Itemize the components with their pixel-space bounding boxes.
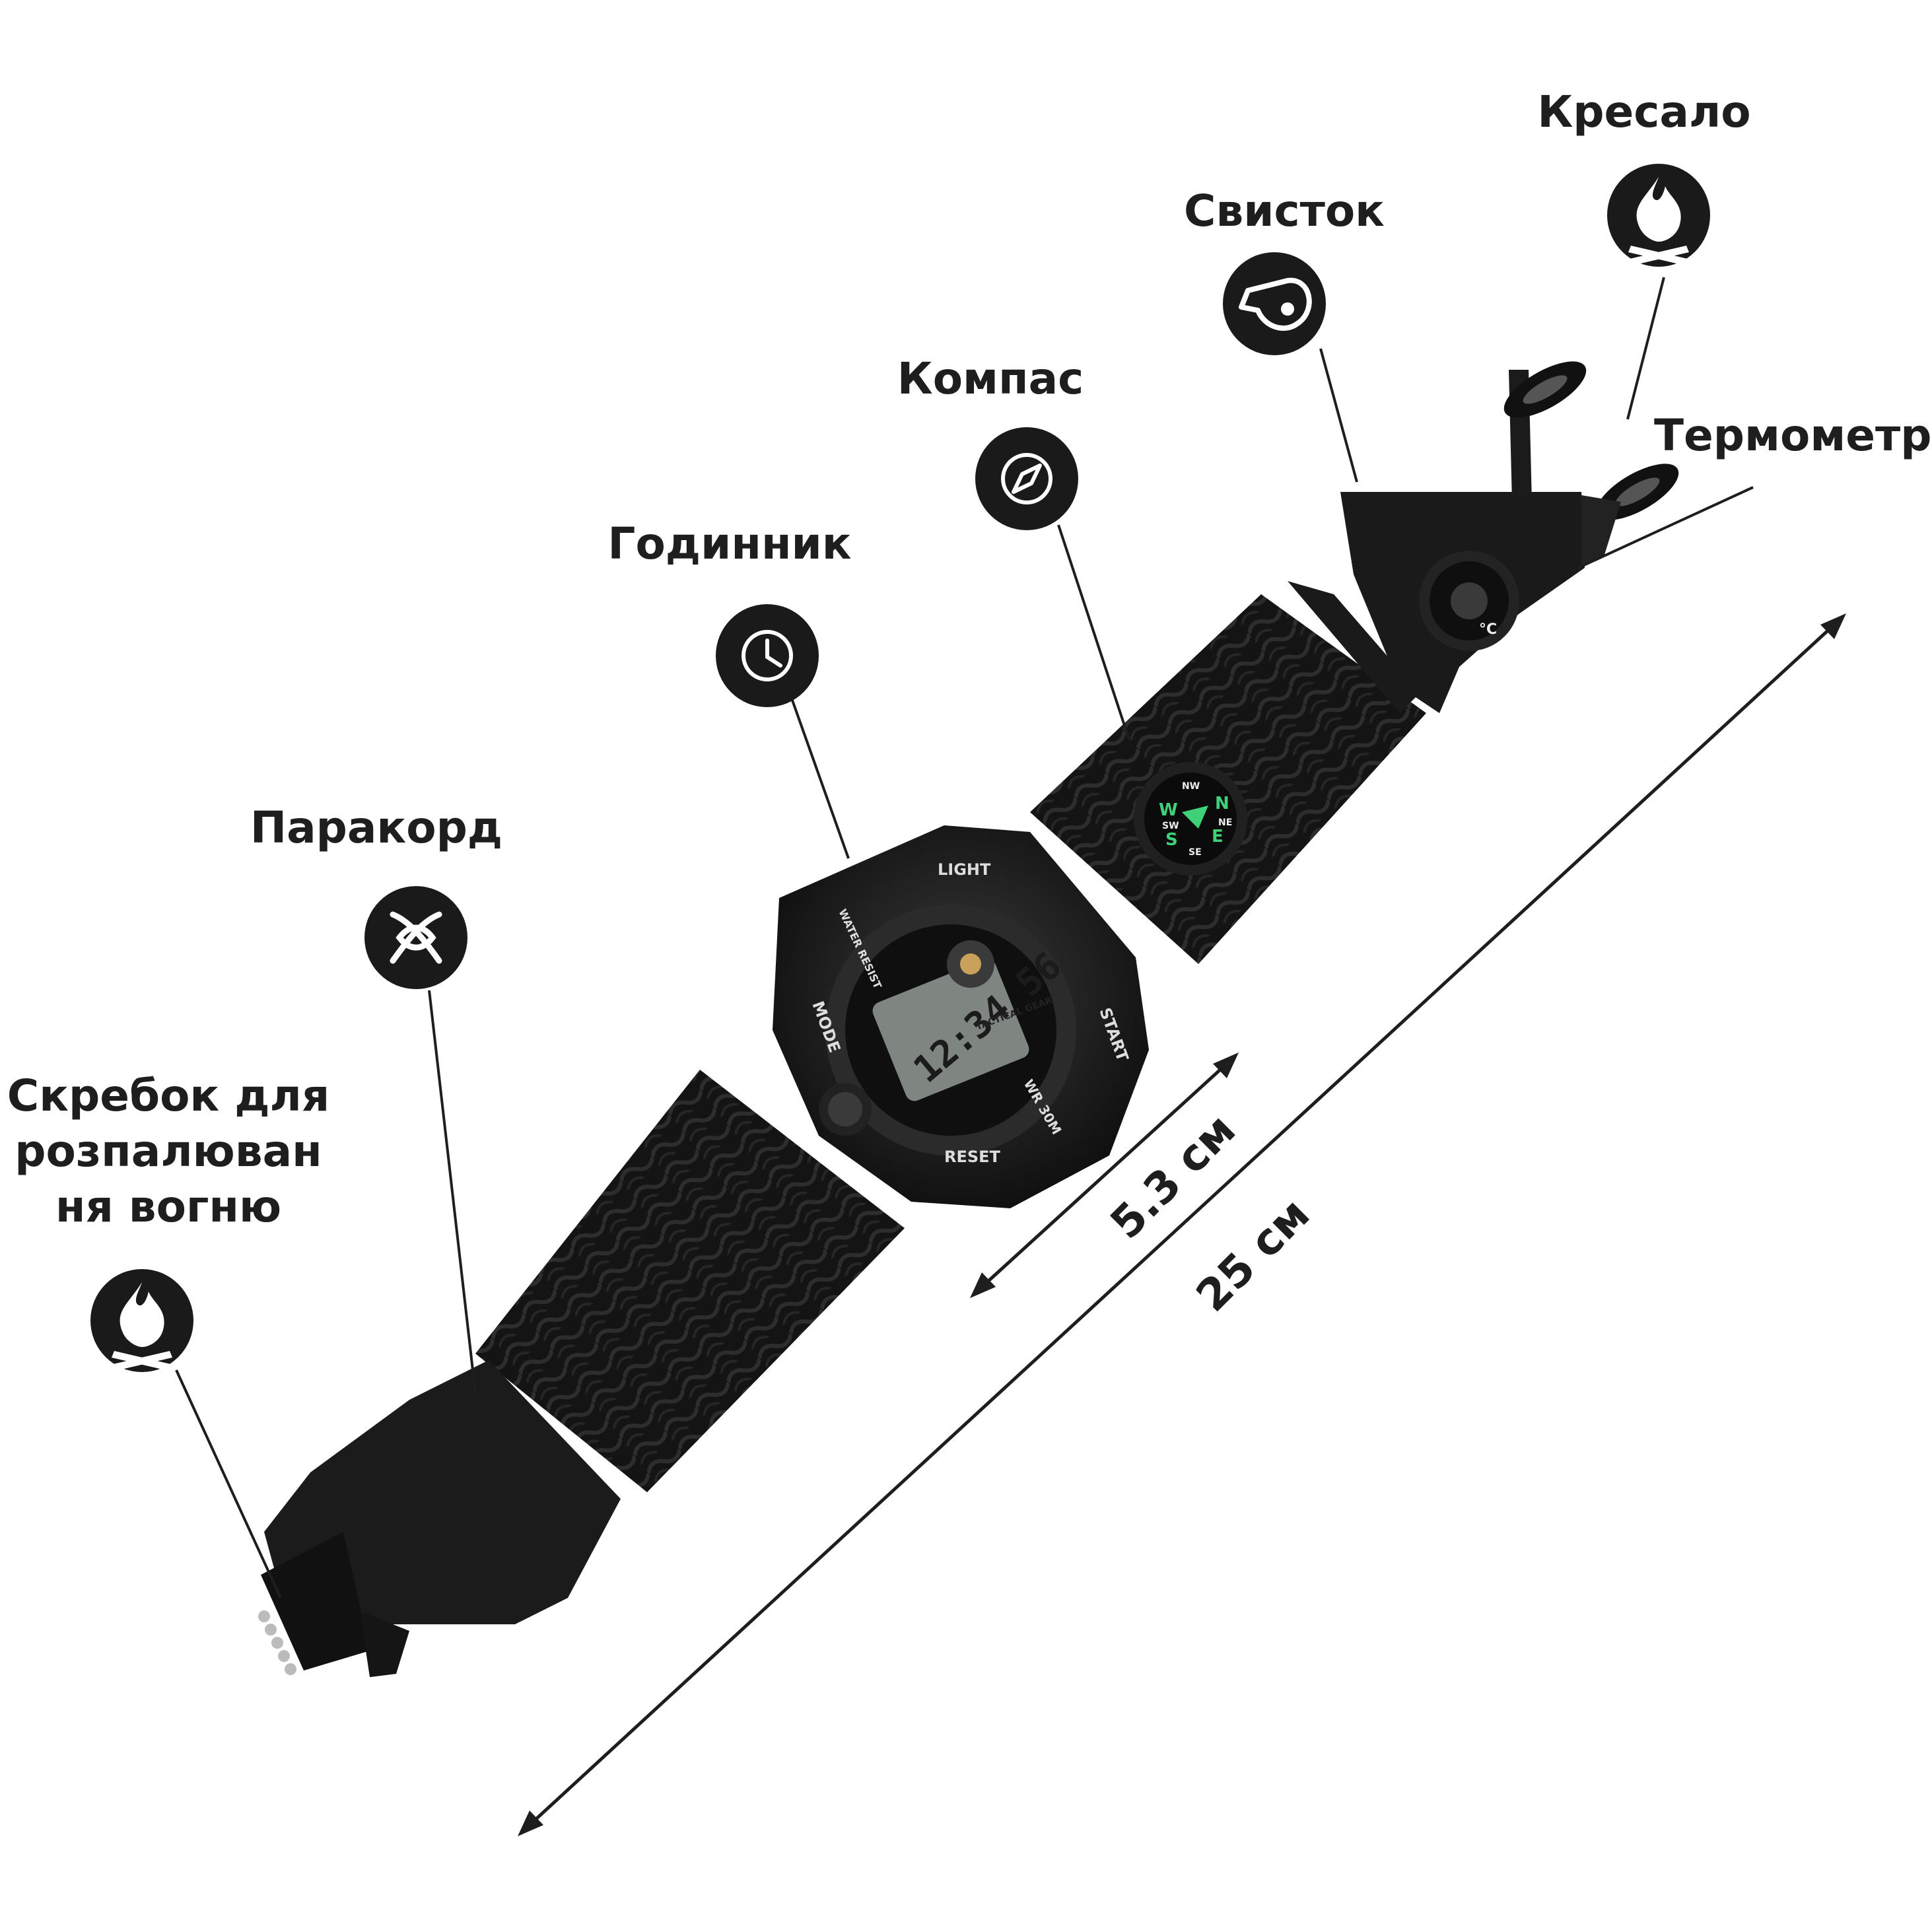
label-fire-scraper-line1: Скребок для [7, 1070, 330, 1121]
badge-paracord [364, 886, 467, 989]
compass-ne: NE [1218, 817, 1232, 828]
survival-bracelet: 12:34 56 LIGHT MODE START RESET WATER RE… [258, 361, 1679, 1677]
fire-scraper [258, 1610, 296, 1675]
compass-icon [1001, 453, 1052, 504]
label-flint: Кресало [1537, 86, 1751, 137]
badge-flint [1607, 164, 1710, 267]
thermometer-unit: °C [1479, 621, 1497, 638]
compass-e: E [1212, 827, 1224, 846]
label-paracord: Паракорд [250, 802, 503, 853]
compass-nw: NW [1182, 781, 1200, 792]
label-compass: Компас [897, 353, 1084, 404]
clock-icon [742, 630, 793, 681]
label-fire-scraper-line2: розпалюван [15, 1126, 322, 1177]
label-thermometer: Термометр [1654, 410, 1932, 461]
compass-n: N [1215, 794, 1229, 813]
dimension-line-total [518, 613, 1846, 1836]
label-whistle: Свисток [1184, 186, 1385, 236]
compass-sw: SW [1162, 821, 1179, 831]
buckle-thermometer: °C [1419, 551, 1519, 651]
compass-se: SE [1189, 847, 1202, 858]
compass-w: W [1159, 800, 1178, 820]
badge-whistle [1223, 252, 1326, 355]
label-fire-scraper: Скребок для розпалюван ня вогню [0, 1068, 340, 1235]
label-clock: Годинник [607, 518, 852, 569]
leader-lines [175, 277, 1754, 1599]
compass-s: S [1165, 830, 1178, 850]
knot-icon [390, 911, 442, 964]
strap-compass: N E S W NW NE SE SW [1134, 762, 1247, 876]
dimension-total-text: 25 см [1187, 1189, 1319, 1321]
campfire-icon [112, 1282, 172, 1371]
whistle-icon [1239, 277, 1312, 331]
badge-fire-scraper [90, 1269, 193, 1372]
dimension-line-dial [970, 1052, 1239, 1298]
dimension-dial-text: 5.3 см [1101, 1104, 1245, 1249]
badge-clock [716, 604, 819, 707]
campfire-icon [1628, 177, 1689, 265]
watch-reset-label: RESET [944, 1148, 1001, 1166]
watch-light-label: LIGHT [938, 860, 991, 879]
label-fire-scraper-line3: ня вогню [55, 1181, 282, 1232]
badge-compass [975, 427, 1078, 530]
